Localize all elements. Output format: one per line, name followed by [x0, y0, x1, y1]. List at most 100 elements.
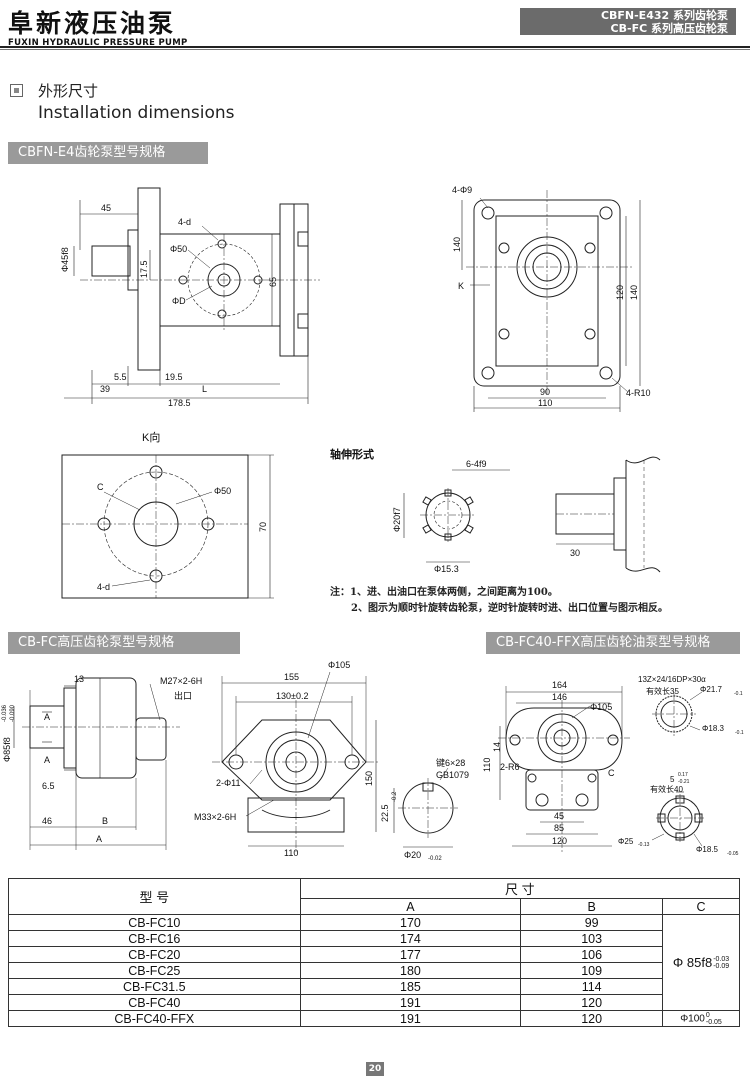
cell-a: 185 [299, 978, 522, 995]
dim-phi50: Φ50 [170, 244, 187, 254]
header-col-b: B [520, 898, 664, 915]
spline-phi18-5-tol: -0.05 [727, 851, 739, 857]
dim-4d: 4-d [178, 217, 191, 227]
cell-model: CB-FC25 [8, 962, 301, 979]
cbfc-A-bottom: A [44, 755, 50, 765]
key-gb: GB1079 [436, 770, 469, 780]
cbfc-phi85f8: Φ85f8 [2, 737, 12, 762]
dim-140-v: 140 [452, 237, 462, 252]
shaft-6-4f9: 6-4f9 [466, 459, 487, 469]
drawing-cbfn-side-dims: 45 Φ45f8 4-d Φ50 17.5 65 ΦD 5.5 19.5 39 … [60, 203, 278, 408]
ffx-85: 85 [554, 823, 564, 833]
page-header: 阜新液压油泵 FUXIN HYDRAULIC PRESSURE PUMP CBF… [0, 0, 750, 50]
cbfc-B: B [102, 816, 108, 826]
table-row: CB-FC25 180 109 [8, 962, 740, 979]
band-cbfn-e4: CBFN-E4齿轮泵型号规格 [8, 142, 208, 164]
spline-label: 13Z×24/16DP×30α [638, 675, 706, 684]
dim-120: 120 [615, 285, 625, 300]
dim-phi45f8: Φ45f8 [60, 247, 70, 272]
cell-a: 177 [299, 946, 522, 963]
cell-model: CB-FC10 [8, 914, 301, 931]
cell-c-shared-value: Φ 85f8 [672, 954, 713, 970]
cell-a: 180 [299, 962, 522, 979]
note-line-2: 2、图示为顺时针旋转齿轮泵，逆时针旋转时进、出口位置与图示相反。 [351, 603, 668, 614]
band-cb-fc40-ffx: CB-FC40-FFX高压齿轮油泵型号规格 [486, 632, 740, 654]
cell-model: CB-FC16 [8, 930, 301, 947]
cell-b: 109 [520, 962, 664, 979]
kview-title: K向 [142, 430, 160, 444]
dim-19-5: 19.5 [165, 372, 183, 382]
header-dimensions: 尺 寸 [299, 878, 741, 899]
cell-a: 174 [299, 930, 522, 947]
header-col-c: C [662, 898, 740, 915]
spline-len35: 有效长35 [646, 686, 679, 696]
tol-top: -0.03 [713, 956, 730, 964]
technical-drawings: 45 Φ45f8 4-d Φ50 17.5 65 ΦD 5.5 19.5 39 … [2, 185, 744, 862]
cell-model: CB-FC20 [8, 946, 301, 963]
key-22-5-tol: -0.2 [392, 791, 398, 802]
cell-a: 191 [299, 1010, 522, 1027]
header-rule [0, 46, 750, 48]
cbfc-130: 130±0.2 [276, 691, 308, 701]
header-col-a: A [299, 898, 522, 915]
cell-a: 170 [299, 914, 522, 931]
drawing-shaft-dims: 轴伸形式 6-4f9 Φ20f7 Φ15.3 30 [330, 447, 580, 574]
dim-178-5: 178.5 [168, 398, 191, 408]
tol-bottom: -0.05 [705, 1018, 722, 1026]
drawing-spline-dims: 13Z×24/16DP×30α 有效长35 Φ21.7 -0.1 Φ18.3 -… [618, 675, 744, 857]
cbfc-110: 110 [284, 848, 298, 858]
label-K: K [458, 281, 464, 291]
cell-c-last-tolerance: 0-0.05 [706, 1012, 722, 1026]
dim-17-5: 17.5 [139, 260, 149, 278]
cell-b: 114 [520, 978, 664, 995]
cbfc-A: A [96, 834, 102, 844]
spline-phi18-3: Φ18.3 [702, 724, 725, 733]
dim-140: 140 [629, 285, 639, 300]
table-row: CB-FC16 174 103 [8, 930, 740, 947]
spline-phi25: Φ25 [618, 837, 634, 846]
brand-title-cn: 阜新液压油泵 [8, 9, 177, 38]
dim-4R10: 4-R10 [626, 388, 651, 398]
cell-model: CB-FC31.5 [8, 978, 301, 995]
table-header-row: 型 号 尺 寸 [8, 878, 741, 915]
cell-b: 120 [520, 1010, 664, 1027]
header-rule-thin [0, 49, 750, 50]
ffx-C: C [608, 768, 615, 778]
ffx-14: 14 [492, 742, 502, 752]
dim-5-5: 5.5 [114, 372, 127, 382]
kview-70: 70 [258, 522, 268, 532]
cbfc-150: 150 [364, 771, 374, 786]
cbfc-2phi11: 2-Φ11 [216, 778, 241, 788]
cbfc-M27: M27×2-6H [160, 676, 202, 686]
cbfc-tol-bot: -0.090 [10, 704, 16, 722]
ffx-164: 164 [552, 680, 567, 690]
spline-5-tol-top: 0.17 [678, 772, 688, 778]
kview-phi50: Φ50 [214, 486, 231, 496]
ffx-110: 110 [482, 758, 492, 772]
cell-c-shared-tolerance: -0.03-0.09 [713, 956, 729, 970]
drawing-ffx-front-dims: 164 146 Φ105 110 14 2-R6 C 45 85 120 [482, 680, 615, 846]
spline-phi18-3-tol: -0.1 [735, 730, 744, 736]
section-title-cn: 外形尺寸 [38, 82, 99, 100]
cell-b: 106 [520, 946, 664, 963]
drawing-shaft-forms [403, 456, 661, 573]
spline-phi21-7: Φ21.7 [700, 685, 723, 694]
dim-L: L [202, 384, 207, 394]
shaft-phi15-3: Φ15.3 [434, 564, 459, 574]
cbfc-13: 13 [74, 674, 84, 684]
spec-table: 型 号 尺 寸 A B C CB-FC10 170 99 Φ 85f8-0.03… [8, 878, 741, 1027]
tol-bottom: -0.09 [713, 963, 730, 971]
cell-a: 191 [299, 994, 522, 1011]
drawing-cbfn-front-dims: 4-Φ9 140 K 120 140 90 110 4-R10 [452, 185, 651, 408]
ffx-45: 45 [554, 811, 564, 821]
spline-5-tol-bot: -0.21 [678, 779, 690, 785]
header-model: 型 号 [8, 878, 301, 915]
key-label: 键6×28 [436, 757, 465, 768]
cbfc-M33: M33×2-6H [194, 812, 236, 822]
cell-c-last-value: Φ100 [680, 1013, 705, 1025]
shaft-phi20f7: Φ20f7 [392, 507, 402, 532]
spline-5: 5 [670, 775, 675, 784]
dim-4phi9: 4-Φ9 [452, 185, 472, 195]
table-row: CB-FC40 191 120 [8, 994, 740, 1011]
cell-model: CB-FC40-FFX [8, 1010, 301, 1027]
